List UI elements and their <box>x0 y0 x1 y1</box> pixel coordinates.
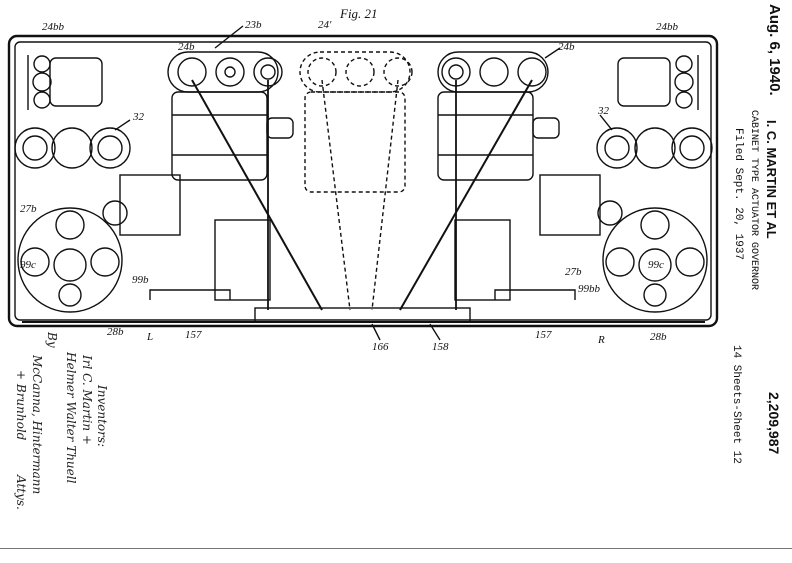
label-99c-left: 99c <box>20 259 36 271</box>
label-158: 158 <box>432 341 449 353</box>
filed-date: Filed Sept. 20, 1937 <box>732 128 744 261</box>
label-166: 166 <box>372 341 389 353</box>
label-27b-right: 27b <box>565 266 582 278</box>
label-99bb: 99bb <box>578 283 601 295</box>
label-24bb-right: 24bb <box>656 21 679 33</box>
label-157-left: 157 <box>185 329 202 341</box>
label-24bb-left: 24bb <box>42 21 65 33</box>
label-28b-left: 28b <box>107 326 124 338</box>
inventor-1: Irl C. Martin + <box>80 355 94 445</box>
cabinet-outline <box>7 34 719 328</box>
page-bottom-rule <box>0 548 792 549</box>
link-bar <box>254 307 471 323</box>
attorneys-2: + Brunhold <box>14 370 28 441</box>
attorneys-1: McCanna, Hintermann <box>30 355 44 495</box>
governor-left <box>14 127 271 313</box>
label-27b-left: 27b <box>20 203 37 215</box>
by-label: By <box>45 332 59 348</box>
label-24prime: 24' <box>318 19 332 31</box>
motor-top-left <box>27 55 103 110</box>
governor-right <box>454 127 713 313</box>
label-32-right: 32 <box>597 105 610 117</box>
sheet-count: 14 Sheets-Sheet 12 <box>730 345 742 464</box>
label-28b-right: 28b <box>650 331 667 343</box>
label-R: R <box>597 334 605 346</box>
label-23b: 23b <box>245 19 262 31</box>
motor-left <box>167 51 294 181</box>
label-24b-left: 24b <box>178 41 195 53</box>
motor-right <box>437 51 560 181</box>
label-L: L <box>146 331 153 343</box>
inventor-name: I. C. MARTIN ET AL <box>764 120 779 239</box>
motor-top-right <box>617 55 699 110</box>
label-99c-right: 99c <box>648 259 664 271</box>
figure-title: Fig. 21 <box>339 6 378 21</box>
label-157-right: 157 <box>535 329 552 341</box>
label-24b-right: 24b <box>558 41 575 53</box>
attys-label: Attys. <box>14 475 28 510</box>
label-32-left: 32 <box>132 111 145 123</box>
patent-date: Aug. 6, 1940. <box>766 4 783 96</box>
label-99b: 99b <box>132 274 149 286</box>
inventors-heading: Inventors: <box>95 385 109 448</box>
patent-title: CABINET TYPE ACTUATOR GOVERNOR <box>748 110 759 291</box>
motor-center-dashed <box>299 51 413 311</box>
patent-number: 2,209,987 <box>766 392 782 455</box>
inventor-2: Helmer Walter Thuell <box>64 352 78 484</box>
